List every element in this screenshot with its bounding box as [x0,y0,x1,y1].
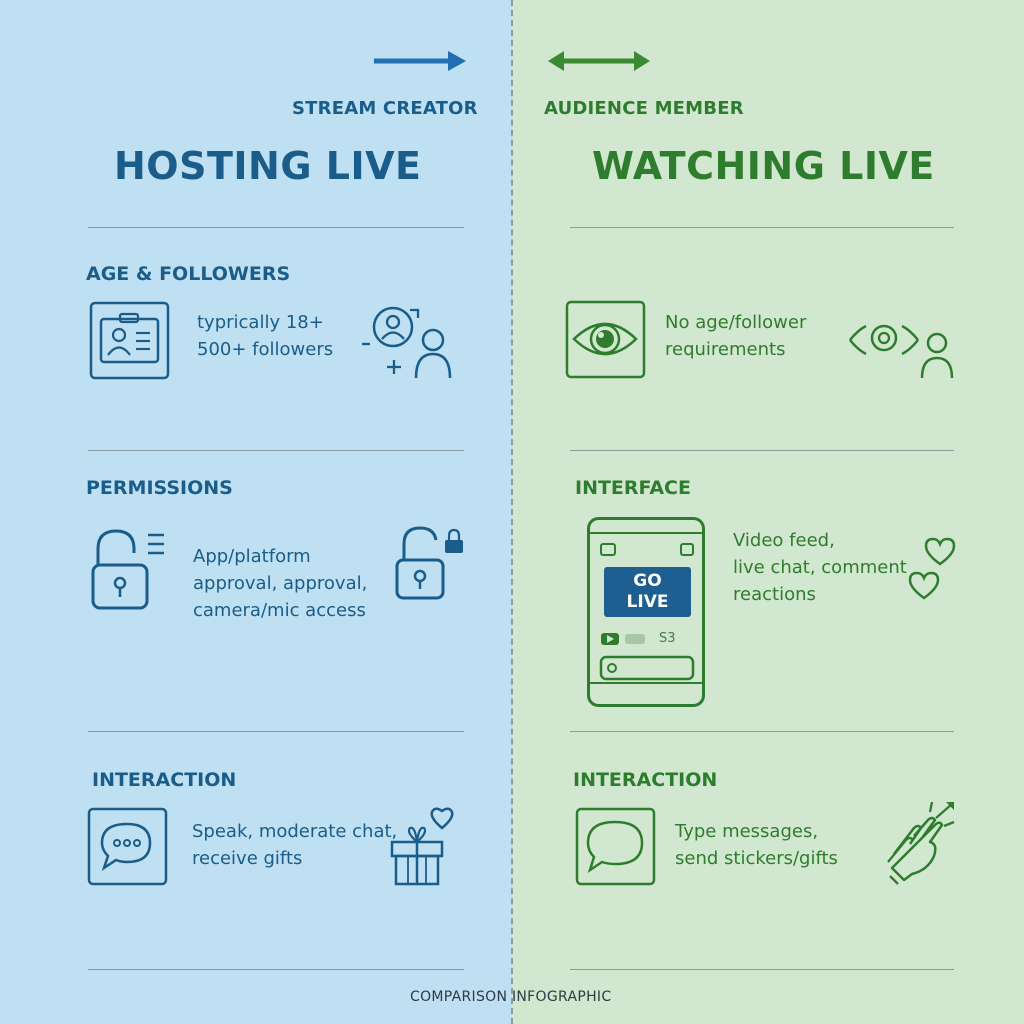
section-heading-permissions: PERMISSIONS [86,477,233,499]
rule [88,227,464,228]
rule [570,227,954,228]
id-card-icon [89,301,170,380]
rule [88,450,464,451]
add-user-icon [362,306,452,379]
rule [570,450,954,451]
gift-icon [390,807,454,886]
chat-bubble-icon [575,807,656,886]
center-divider [511,0,513,1024]
interface-text: Video feed, live chat, comment reactions [733,530,907,605]
padlock-icon [395,526,463,600]
permissions-text: App/platform approval, approval, camera/… [193,546,368,621]
clapping-hands-icon [887,801,955,885]
rule [88,731,464,732]
rule [88,969,464,970]
double-arrow-icon [548,51,650,71]
watching-title: WATCHING LIVE [592,144,935,188]
hearts-icon [908,537,956,600]
no-requirements-text: No age/follower requirements [665,312,807,360]
chat-bubble-icon [87,807,168,886]
audience-panel [512,0,1024,1024]
creator-panel [0,0,512,1024]
go-live-button[interactable]: GO LIVE [604,567,691,617]
section-heading-age: AGE & FOLLOWERS [86,263,291,285]
creator-role-label: STREAM CREATOR [292,98,478,119]
phone-icon: GO LIVE S3 [587,517,705,707]
audience-role-label: AUDIENCE MEMBER [544,98,744,119]
unlocked-padlock-icon [91,529,164,610]
phone-count: S3 [659,631,676,646]
right-arrow-icon [374,51,466,71]
audience-interaction-text: Type messages, send stickers/gifts [675,821,838,869]
hosting-title: HOSTING LIVE [114,144,422,188]
viewer-icon [849,324,954,379]
rule [570,731,954,732]
section-heading-interaction: INTERACTION [92,769,237,791]
section-heading-interaction: INTERACTION [573,769,718,791]
eye-icon [565,300,646,379]
age-requirement-text: typrically 18+ 500+ followers [197,312,334,360]
footer-caption: COMPARISON INFOGRAPHIC [410,989,612,1005]
rule [570,969,954,970]
section-heading-interface: INTERFACE [575,477,691,499]
creator-interaction-text: Speak, moderate chat, receive gifts [192,821,398,869]
